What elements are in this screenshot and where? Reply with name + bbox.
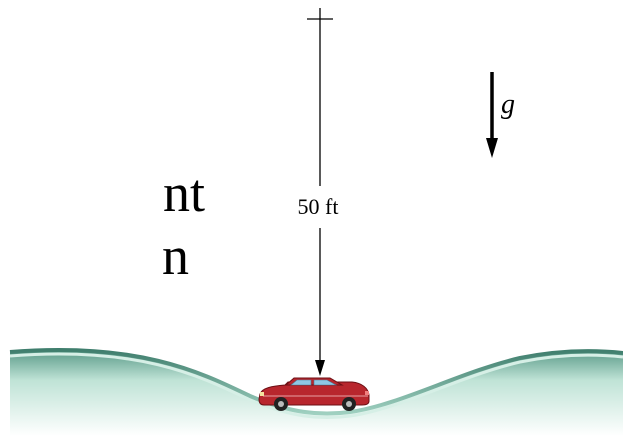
dimension-arrowhead xyxy=(315,360,325,376)
side-text-line-2: n xyxy=(162,226,189,286)
gravity-label: g xyxy=(501,89,515,120)
gravity-indicator: g xyxy=(486,72,515,158)
car-icon xyxy=(258,377,370,411)
height-label: 50 ft xyxy=(298,194,339,219)
side-text-line-1: nt xyxy=(163,163,206,223)
hill xyxy=(9,348,623,436)
down-arrow-icon xyxy=(486,138,498,158)
height-dimension: 50 ft xyxy=(298,8,339,376)
